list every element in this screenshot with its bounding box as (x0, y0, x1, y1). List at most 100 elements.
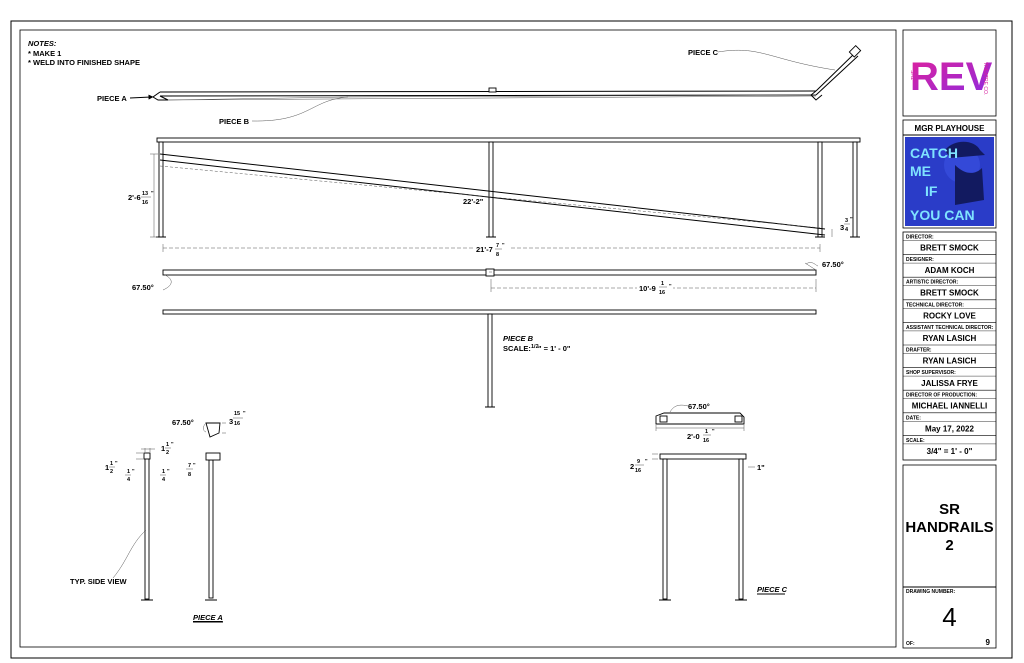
dim-diagonal: 22'-2" (463, 197, 484, 206)
dim-height-den: 16 (142, 200, 148, 206)
field-value: ROCKY LOVE (923, 311, 976, 320)
notes-line-2: * WELD INTO FINISHED SHAPE (28, 58, 140, 67)
notes-title: NOTES: (28, 39, 57, 48)
dim-height-unit: " (151, 191, 154, 197)
scale-piece-b-frac: 1/2 (531, 344, 539, 350)
field-value: BRETT SMOCK (920, 289, 979, 298)
dim-a-q2-den: 4 (162, 477, 166, 483)
field-caption: DRAFTER: (906, 348, 932, 354)
title-piece-a: PIECE A (193, 613, 223, 622)
svg-text:IF: IF (925, 183, 938, 199)
notes-line-1: * MAKE 1 (28, 49, 61, 58)
dim-right-unit: " (850, 217, 853, 223)
field-value: 3/4" = 1' - 0" (927, 447, 973, 456)
piece-c-detail (652, 404, 755, 601)
dim-a-top-num: 1 (166, 442, 169, 448)
dim-a-q1-den: 4 (127, 477, 131, 483)
dim-half-den: 16 (659, 290, 665, 296)
field-value: RYAN LASICH (923, 334, 977, 343)
field-caption: DATE: (906, 415, 921, 421)
piece-b-plan (162, 262, 819, 292)
title-block (902, 29, 997, 649)
dim-a-top-unit: " (171, 442, 174, 448)
field-value: BRETT SMOCK (920, 244, 979, 253)
dim-a-q2-num: 1 (162, 469, 165, 475)
elevation-view (150, 137, 861, 238)
field-caption: SHOP SUPERVISOR: (906, 370, 956, 376)
field-value: RYAN LASICH (923, 357, 977, 366)
dim-a-len-whole: 3 (229, 417, 233, 426)
of-total: 9 (986, 638, 991, 647)
dim-c-len-unit: " (712, 429, 715, 435)
dim-a-78-den: 8 (188, 472, 191, 478)
dim-overall: 21'-7 (476, 245, 493, 254)
show-poster: CATCH ME IF YOU CAN (905, 137, 994, 226)
field-value: May 17, 2022 (925, 424, 974, 433)
dim-right-num: 3 (845, 218, 848, 224)
dim-right-whole: 3 (840, 223, 844, 232)
dim-c-len-num: 1 (705, 429, 708, 435)
dim-a-left-num: 1 (110, 461, 113, 467)
field-caption: SCALE: (906, 438, 925, 444)
piece-a-detail (112, 422, 226, 601)
dim-a-q2-unit: " (167, 469, 170, 475)
scale-piece-b-suffix: " = 1' - 0" (538, 344, 571, 353)
dim-c-angle: 67.50° (688, 402, 710, 411)
sheet-title-3: 2 (945, 537, 953, 554)
drawing-area-border (19, 29, 897, 648)
dim-a-78-num: 7 (188, 463, 191, 469)
dim-a-q1-num: 1 (127, 469, 130, 475)
label-piece-a: PIECE A (97, 94, 127, 103)
rev-logo: THE REV THEATRE CO. (910, 55, 993, 99)
field-value: MICHAEL IANNELLI (912, 402, 987, 411)
top-plan-view (152, 44, 862, 101)
label-piece-c: PIECE C (688, 48, 719, 57)
field-caption: TECHNICAL DIRECTOR: (906, 302, 964, 308)
dim-a-left-whole: 1 (105, 463, 109, 472)
svg-text:ME: ME (910, 163, 931, 179)
dim-a-left-den: 2 (110, 469, 113, 475)
title-piece-c: PIECE C (757, 585, 788, 594)
dim-a-len-num: 15 (234, 411, 240, 417)
dim-c-len-den: 16 (703, 438, 709, 444)
dim-c-h-whole: 2 (630, 462, 634, 471)
sheet-border (10, 20, 1013, 659)
dim-half-num: 1 (661, 281, 664, 287)
dim-half: 10'-9 (639, 284, 656, 293)
dim-right-den: 4 (845, 227, 849, 233)
field-caption: ARTISTIC DIRECTOR: (906, 280, 958, 286)
drawing-number: 4 (942, 602, 956, 632)
dim-c-h-den: 16 (635, 468, 641, 474)
venue-name: MGR PLAYHOUSE (915, 124, 986, 133)
logo-text: REV (910, 55, 993, 99)
sheet-title-1: SR (939, 501, 960, 518)
title-piece-b: PIECE B (503, 334, 534, 343)
svg-text:YOU CAN: YOU CAN (910, 207, 975, 223)
field-caption: DIRECTOR OF PRODUCTION: (906, 393, 977, 399)
logo-side: THEATRE CO. (982, 62, 988, 95)
dim-a-top-whole: 1 (161, 444, 165, 453)
dim-angle-left: 67.50° (132, 283, 154, 292)
dim-overall-unit: " (502, 243, 505, 249)
piece-b-elevation (162, 309, 817, 408)
of-caption: OF: (906, 641, 915, 647)
svg-text:CATCH: CATCH (910, 145, 958, 161)
dim-overall-num: 7 (496, 243, 499, 249)
scale-piece-b: SCALE: (503, 344, 531, 353)
dim-c-len-whole: 2'-0 (687, 432, 700, 441)
dim-height-num: 13 (142, 191, 148, 197)
dim-overall-den: 8 (496, 252, 499, 258)
field-caption: DESIGNER: (906, 257, 934, 263)
field-value: JALISSA FRYE (921, 379, 978, 388)
dim-c-one: 1" (757, 463, 765, 472)
dim-a-q1-unit: " (132, 469, 135, 475)
dim-half-unit: " (669, 284, 672, 290)
sheet-title-2: HANDRAILS (905, 519, 993, 536)
dim-angle-right: 67.50° (822, 260, 844, 269)
dim-a-78-unit: " (193, 463, 196, 469)
dim-a-len-unit: " (243, 411, 246, 417)
dim-a-len-den: 16 (234, 421, 240, 427)
dim-height: 2'-6 (128, 193, 141, 202)
